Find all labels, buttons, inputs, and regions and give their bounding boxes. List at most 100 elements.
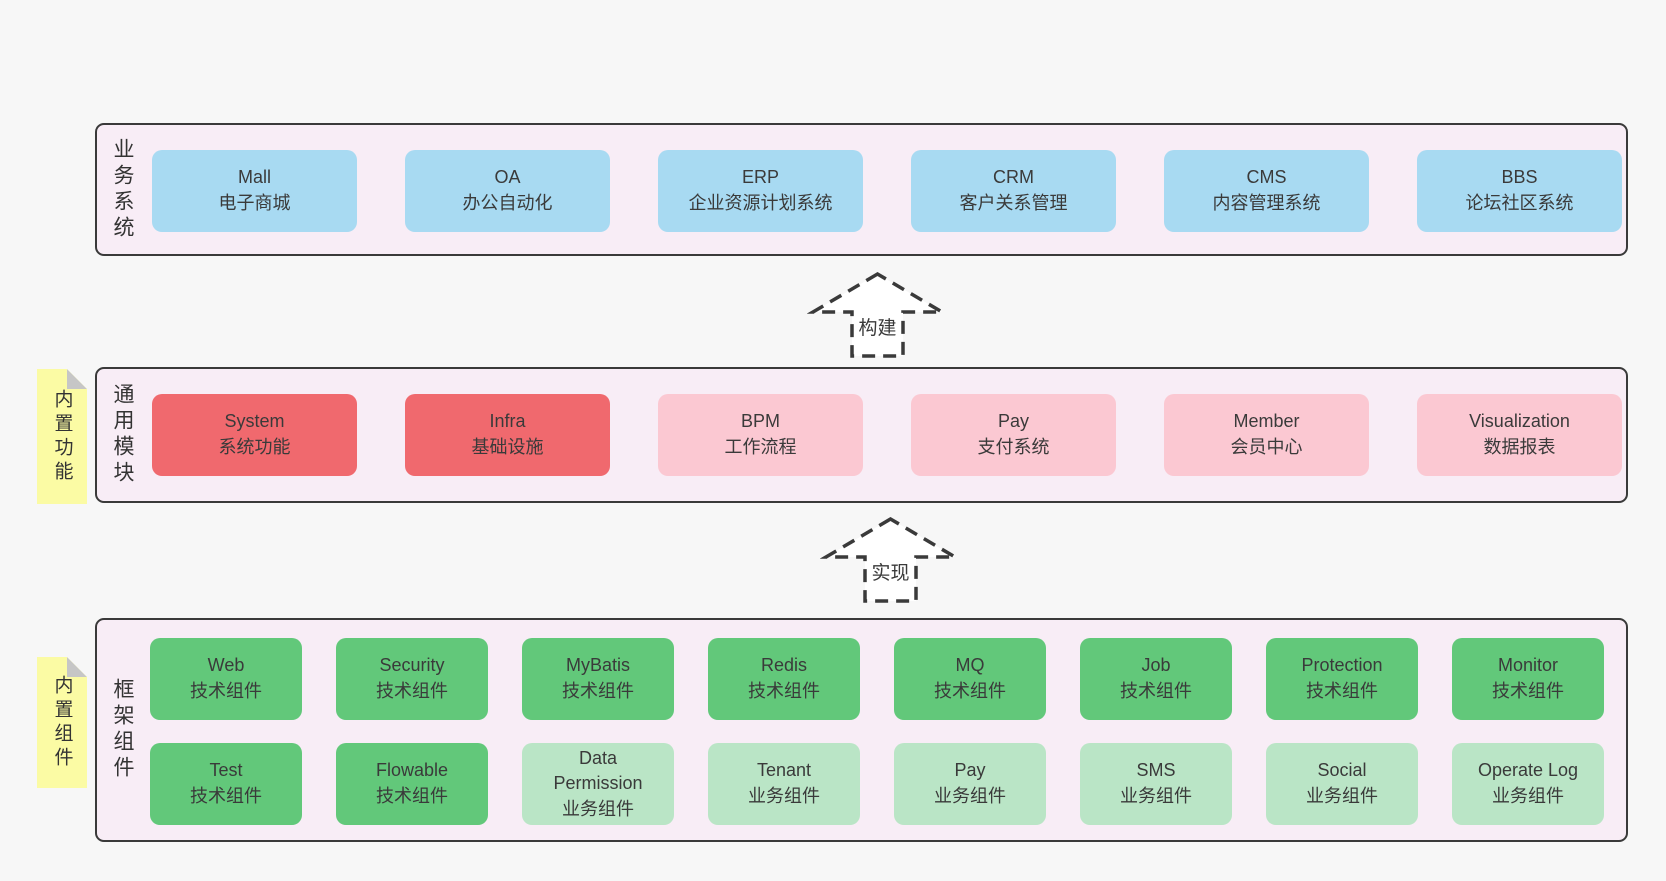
box-subtitle: 论坛社区系统	[1465, 193, 1574, 213]
box-subtitle: 技术组件	[748, 681, 820, 701]
components-row-2: Test 技术组件 Flowable 技术组件 Data Permission …	[150, 743, 1604, 825]
box-cms: CMS 内容管理系统	[1164, 150, 1369, 232]
box-subtitle: 业务组件	[562, 798, 634, 819]
box-test: Test 技术组件	[150, 743, 302, 825]
folded-corner-icon	[67, 369, 87, 389]
box-social: Social 业务组件	[1266, 743, 1418, 825]
box-title: Test	[209, 760, 243, 781]
band-label-components: 框架组件	[111, 678, 134, 782]
box-title: Tenant	[756, 760, 812, 781]
box-title: System	[224, 411, 285, 432]
box-title: Visualization	[1469, 411, 1570, 432]
box-title: Flowable	[375, 760, 449, 781]
sticky-note-builtin-components: 内置组件	[37, 657, 87, 788]
modules-boxes-row: System 系统功能 Infra 基础设施 BPM 工作流程 Pay 支付系统…	[152, 394, 1622, 476]
box-subtitle: 工作流程	[724, 437, 797, 457]
box-bbs: BBS 论坛社区系统	[1417, 150, 1622, 232]
box-job: Job 技术组件	[1080, 638, 1232, 720]
box-title: Social	[1317, 760, 1367, 781]
box-title: SMS	[1136, 760, 1176, 781]
box-title: BPM	[740, 411, 780, 432]
box-member: Member 会员中心	[1164, 394, 1369, 476]
common-modules-band: 通用模块 System 系统功能 Infra 基础设施 BPM 工作流程 Pay…	[95, 367, 1628, 503]
band-label-business: 业务系统	[111, 137, 134, 242]
box-subtitle: 客户关系管理	[959, 193, 1068, 213]
box-subtitle: 技术组件	[376, 786, 448, 806]
box-system: System 系统功能	[152, 394, 357, 476]
box-subtitle: 技术组件	[934, 681, 1006, 701]
box-title: Data Permission	[553, 747, 643, 794]
box-title: Monitor	[1497, 655, 1559, 676]
box-subtitle: 业务组件	[748, 786, 820, 806]
arrow-label-implement: 实现	[868, 558, 913, 585]
box-crm: CRM 客户关系管理	[911, 150, 1116, 232]
box-title: Redis	[760, 655, 808, 676]
box-title: Web	[207, 655, 245, 676]
box-mall: Mall 电子商城	[152, 150, 357, 232]
build-arrow: 构建	[807, 271, 948, 359]
framework-components-band: 框架组件 Web 技术组件 Security 技术组件 MyBatis 技术组件…	[95, 618, 1628, 842]
box-subtitle: 内容管理系统	[1212, 193, 1321, 213]
box-title: MyBatis	[565, 655, 630, 676]
box-title: BBS	[1501, 167, 1538, 188]
box-sms: SMS 业务组件	[1080, 743, 1232, 825]
box-operate-log: Operate Log 业务组件	[1452, 743, 1604, 825]
box-subtitle: 业务组件	[1120, 786, 1192, 806]
box-subtitle: 业务组件	[934, 786, 1006, 806]
box-visualization: Visualization 数据报表	[1417, 394, 1622, 476]
box-mq: MQ 技术组件	[894, 638, 1046, 720]
band-label-modules: 通用模块	[111, 383, 134, 487]
sticky-label: 内置功能	[51, 388, 73, 485]
box-subtitle: 技术组件	[562, 681, 634, 701]
box-bpm: BPM 工作流程	[658, 394, 863, 476]
components-row-1: Web 技术组件 Security 技术组件 MyBatis 技术组件 Redi…	[150, 638, 1604, 720]
box-title: Infra	[489, 411, 526, 432]
box-subtitle: 电子商城	[218, 193, 291, 213]
box-subtitle: 办公自动化	[462, 193, 553, 213]
box-title: Security	[379, 655, 445, 676]
box-subtitle: 系统功能	[218, 437, 291, 457]
box-title: Pay	[997, 411, 1030, 432]
box-title: MQ	[955, 655, 985, 676]
box-title: CRM	[993, 167, 1034, 188]
box-title: Pay	[954, 760, 986, 781]
business-boxes-row: Mall 电子商城 OA 办公自动化 ERP 企业资源计划系统 CRM 客户关系…	[152, 150, 1622, 232]
box-title: CMS	[1246, 167, 1287, 188]
arrow-label-build: 构建	[855, 313, 900, 340]
box-oa: OA 办公自动化	[405, 150, 610, 232]
box-title: Member	[1233, 411, 1300, 432]
sticky-note-builtin-features: 内置功能	[37, 369, 87, 504]
box-title: OA	[494, 167, 521, 188]
box-flowable: Flowable 技术组件	[336, 743, 488, 825]
box-monitor: Monitor 技术组件	[1452, 638, 1604, 720]
sticky-label: 内置组件	[51, 674, 73, 771]
box-pay-component: Pay 业务组件	[894, 743, 1046, 825]
box-data-permission: Data Permission 业务组件	[522, 743, 674, 825]
box-mybatis: MyBatis 技术组件	[522, 638, 674, 720]
box-web: Web 技术组件	[150, 638, 302, 720]
box-title: Job	[1141, 655, 1171, 676]
box-subtitle: 技术组件	[1120, 681, 1192, 701]
box-erp: ERP 企业资源计划系统	[658, 150, 863, 232]
box-infra: Infra 基础设施	[405, 394, 610, 476]
box-subtitle: 技术组件	[376, 681, 448, 701]
box-title: ERP	[741, 167, 779, 188]
business-systems-band: 业务系统 Mall 电子商城 OA 办公自动化 ERP 企业资源计划系统 CRM…	[95, 123, 1628, 256]
box-subtitle: 企业资源计划系统	[688, 193, 833, 213]
box-subtitle: 技术组件	[190, 786, 262, 806]
box-tenant: Tenant 业务组件	[708, 743, 860, 825]
box-subtitle: 业务组件	[1306, 786, 1378, 806]
box-subtitle: 技术组件	[1492, 681, 1564, 701]
box-title: Operate Log	[1477, 760, 1579, 781]
box-subtitle: 基础设施	[471, 437, 544, 457]
box-subtitle: 技术组件	[190, 681, 262, 701]
box-title: Protection	[1301, 655, 1383, 676]
box-subtitle: 数据报表	[1483, 437, 1556, 457]
box-subtitle: 支付系统	[977, 437, 1050, 457]
folded-corner-icon	[67, 657, 87, 677]
box-subtitle: 业务组件	[1492, 786, 1564, 806]
box-subtitle: 会员中心	[1230, 437, 1303, 457]
box-subtitle: 技术组件	[1306, 681, 1378, 701]
box-security: Security 技术组件	[336, 638, 488, 720]
